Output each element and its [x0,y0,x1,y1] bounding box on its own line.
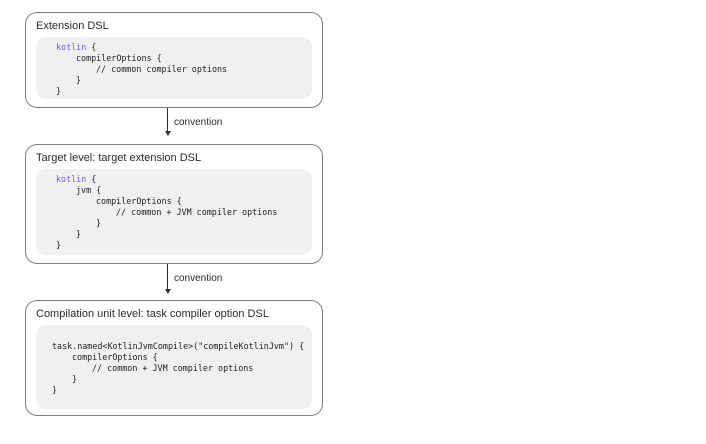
code-block: task.named<KotlinJvmCompile>("compileKot… [36,325,312,409]
code-line: } [56,86,62,96]
code-block: kotlin { compilerOptions { // common com… [36,37,312,99]
code-keyword: kotlin [56,174,87,184]
convention-arrow [165,108,171,136]
arrow-head [165,131,171,136]
code-comment: // common + JVM compiler options [92,363,254,373]
code-line: } [96,218,102,228]
extension-dsl-panel: Extension DSL kotlin { compilerOptions {… [25,12,323,108]
code-line: } [52,385,58,395]
panel-title: Target level: target extension DSL [36,152,202,164]
code-line: } [76,75,82,85]
code-line: } [72,374,78,384]
panel-title: Compilation unit level: task compiler op… [36,308,269,320]
code-line: compilerOptions { [76,53,162,63]
code-text: { [86,42,97,52]
code-line: kotlin { [56,174,96,185]
arrow-line [167,108,168,131]
code-comment: // common compiler options [96,64,228,74]
code-comment: // common + JVM compiler options [116,207,278,217]
arrow-line [167,264,168,289]
arrow-head [165,289,171,294]
connector-label: convention [174,273,223,284]
compilation-unit-panel: Compilation unit level: task compiler op… [25,300,323,416]
code-line: jvm { [76,185,102,195]
target-level-panel: Target level: target extension DSL kotli… [25,144,323,264]
code-text: { [86,174,97,184]
code-line: compilerOptions { [72,352,158,362]
code-line: compilerOptions { [96,196,182,206]
code-block: kotlin { jvm { compilerOptions { // comm… [36,169,312,255]
code-keyword: kotlin [56,42,87,52]
code-line: task.named<KotlinJvmCompile>("compileKot… [52,341,305,351]
code-line: } [56,240,62,250]
connector-label: convention [174,117,223,128]
panel-title: Extension DSL [36,20,109,32]
convention-arrow [165,264,171,294]
code-line: kotlin { [56,42,96,53]
code-line: } [76,229,82,239]
